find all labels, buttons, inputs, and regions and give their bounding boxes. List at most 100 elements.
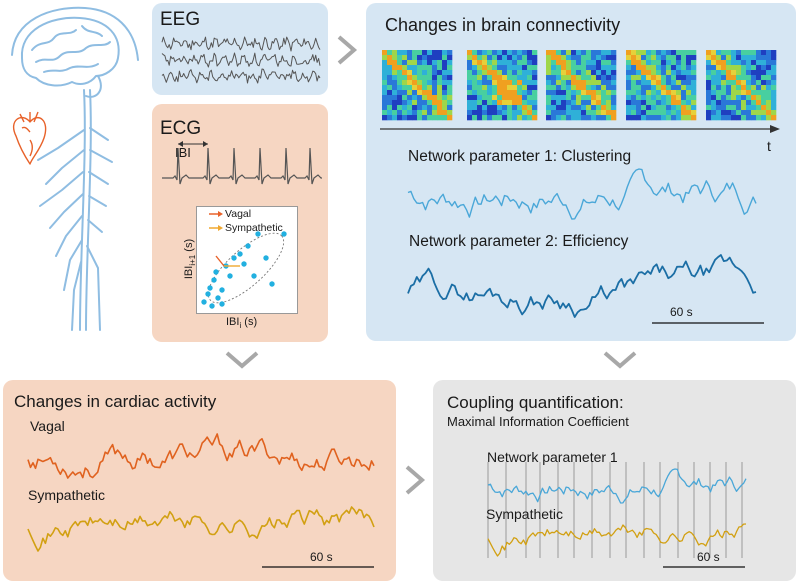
- matrix-cell: [631, 105, 637, 111]
- matrix-cell: [417, 65, 423, 71]
- matrix-cell: [566, 95, 572, 101]
- matrix-cell: [676, 75, 682, 81]
- matrix-cell: [636, 110, 642, 116]
- matrix-cell: [686, 70, 692, 76]
- matrix-cell: [392, 60, 398, 66]
- matrix-cell: [407, 65, 413, 71]
- matrix-cell: [766, 105, 772, 111]
- matrix-cell: [631, 90, 637, 96]
- matrix-cell: [556, 75, 562, 81]
- matrix-cell: [442, 50, 448, 56]
- matrix-cell: [512, 55, 518, 61]
- matrix-cell: [581, 80, 587, 86]
- matrix-cell: [636, 65, 642, 71]
- matrix-cell: [522, 95, 528, 101]
- matrix-cell: [447, 80, 453, 86]
- matrix-cell: [546, 60, 552, 66]
- matrix-cell: [636, 100, 642, 106]
- matrix-cell: [636, 90, 642, 96]
- matrix-cell: [442, 90, 448, 96]
- matrix-cell: [522, 55, 528, 61]
- matrix-cell: [641, 95, 647, 101]
- matrix-cell: [382, 55, 388, 61]
- matrix-cell: [432, 50, 438, 56]
- matrix-cell: [482, 50, 488, 56]
- matrix-cell: [771, 110, 777, 116]
- matrix-cell: [646, 55, 652, 61]
- matrix-cell: [387, 75, 393, 81]
- matrix-cell: [432, 55, 438, 61]
- matrix-cell: [596, 80, 602, 86]
- matrix-cell: [551, 50, 557, 56]
- matrix-cell: [691, 105, 697, 111]
- matrix-cell: [492, 65, 498, 71]
- matrix-cell: [432, 60, 438, 66]
- matrix-cell: [551, 65, 557, 71]
- matrix-cell: [641, 65, 647, 71]
- matrix-cell: [392, 55, 398, 61]
- matrix-cell: [651, 90, 657, 96]
- matrix-cell: [661, 80, 667, 86]
- matrix-cell: [766, 60, 772, 66]
- matrix-cell: [651, 110, 657, 116]
- matrix-cell: [551, 90, 557, 96]
- matrix-cell: [392, 115, 398, 121]
- matrix-cell: [686, 105, 692, 111]
- matrix-cell: [666, 85, 672, 91]
- matrix-cell: [686, 110, 692, 116]
- matrix-cell: [726, 50, 732, 56]
- matrix-cell: [726, 55, 732, 61]
- matrix-cell: [512, 85, 518, 91]
- matrix-cell: [566, 105, 572, 111]
- poincare-point: [201, 299, 207, 305]
- matrix-cell: [651, 55, 657, 61]
- matrix-cell: [716, 50, 722, 56]
- matrix-cell: [681, 100, 687, 106]
- matrix-cell: [507, 110, 513, 116]
- matrix-cell: [601, 75, 607, 81]
- matrix-cell: [626, 65, 632, 71]
- matrix-cell: [387, 70, 393, 76]
- matrix-cell: [422, 105, 428, 111]
- matrix-cell: [741, 95, 747, 101]
- matrix-cell: [561, 100, 567, 106]
- matrix-cell: [417, 100, 423, 106]
- eeg-signal: [161, 36, 321, 84]
- matrix-cell: [626, 50, 632, 56]
- matrix-cell: [382, 70, 388, 76]
- matrix-cell: [736, 95, 742, 101]
- matrix-cell: [497, 110, 503, 116]
- eeg-trace: [161, 68, 321, 84]
- matrix-cell: [392, 85, 398, 91]
- matrix-cell: [532, 105, 538, 111]
- matrix-cell: [586, 80, 592, 86]
- matrix-cell: [721, 65, 727, 71]
- matrix-cell: [596, 115, 602, 121]
- matrix-cell: [761, 90, 767, 96]
- matrix-cell: [721, 85, 727, 91]
- matrix-cell: [427, 100, 433, 106]
- matrix-cell: [382, 65, 388, 71]
- matrix-cell: [422, 115, 428, 121]
- matrix-cell: [447, 110, 453, 116]
- matrix-cell: [601, 80, 607, 86]
- matrix-cell: [427, 60, 433, 66]
- matrix-cell: [447, 75, 453, 81]
- poincare-xlabel: IBIi (s): [226, 316, 258, 331]
- matrix-cell: [731, 80, 737, 86]
- matrix-cell: [477, 55, 483, 61]
- matrix-cell: [437, 100, 443, 106]
- matrix-cell: [576, 95, 582, 101]
- matrix-cell: [691, 50, 697, 56]
- matrix-cell: [437, 105, 443, 111]
- matrix-cell: [382, 95, 388, 101]
- connectivity-matrices: [380, 50, 780, 133]
- matrix-cell: [606, 70, 612, 76]
- matrix-cell: [412, 70, 418, 76]
- matrix-cell: [561, 85, 567, 91]
- matrix-cell: [566, 70, 572, 76]
- matrix-cell: [412, 105, 418, 111]
- matrix-cell: [636, 70, 642, 76]
- poincare-point: [269, 281, 275, 287]
- matrix-cell: [686, 85, 692, 91]
